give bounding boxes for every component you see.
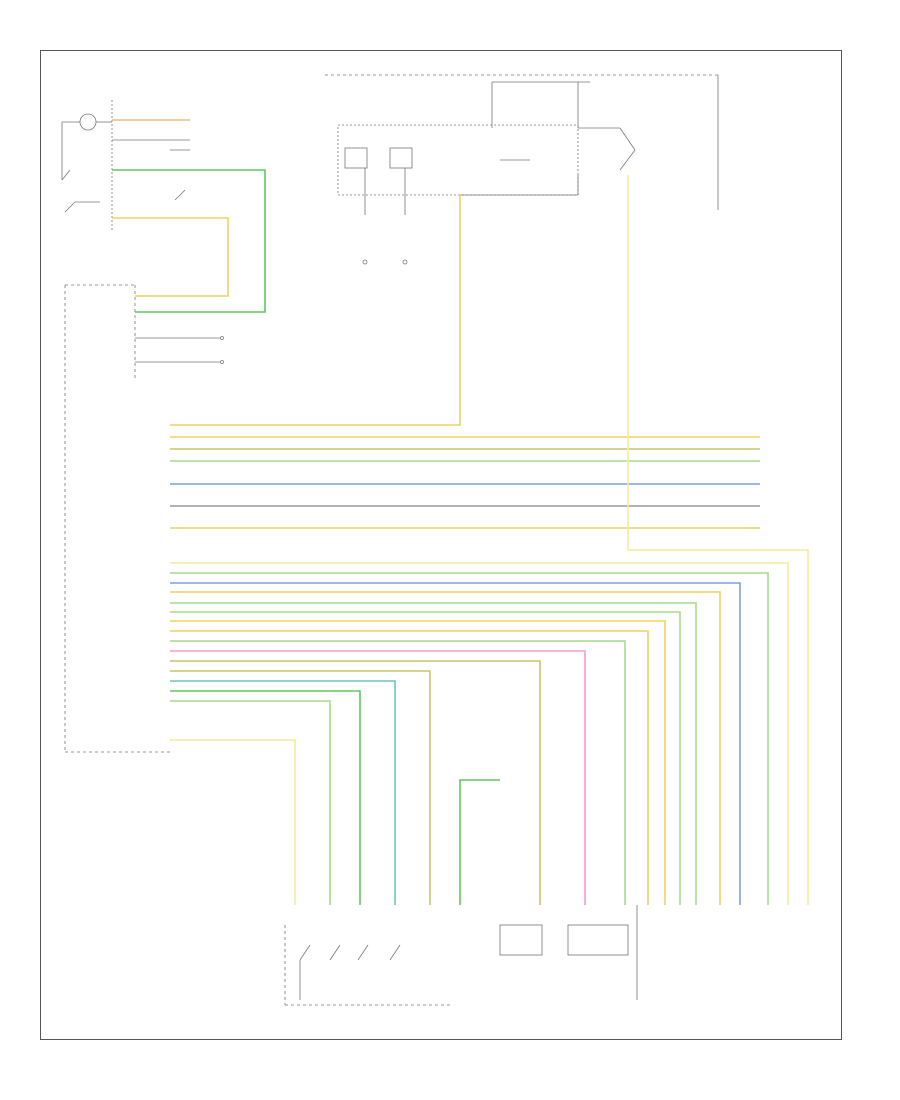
upper-left-wires [112, 119, 266, 313]
sensor-body [64, 201, 100, 213]
solenoid-feed-light-yellow [627, 175, 809, 905]
connector-a [362, 259, 368, 265]
connector-b [402, 259, 408, 265]
relay-module-box [337, 124, 579, 196]
vertical-feeds [170, 175, 809, 905]
wire-green-loop [112, 169, 266, 313]
indicator-lamp-icon [79, 113, 97, 131]
fuse-b [389, 147, 413, 169]
shift-lever-assembly [61, 100, 224, 753]
relay-feed-yellow [170, 195, 461, 426]
harness-drop-5 [170, 602, 697, 905]
harness-drop-14 [170, 690, 361, 905]
tcm-terminal-b [220, 360, 224, 364]
harness-drop-8 [170, 630, 649, 905]
range-switch-3 [357, 944, 369, 961]
harness-drop-12 [170, 670, 431, 905]
input-speed-sensor-body [499, 924, 543, 956]
range-switch-4 [389, 944, 401, 961]
range-switch-1 [299, 944, 311, 961]
output-speed-sensor-body [567, 924, 629, 956]
harness-drop-4 [170, 591, 721, 905]
transmission-relay-switch [619, 127, 636, 171]
harness-drop-6 [170, 611, 681, 905]
harness-drop-1 [170, 562, 789, 905]
top-power-section [325, 74, 719, 265]
harness-wires [170, 436, 789, 905]
harness-drop-11 [170, 660, 541, 905]
fuse-a [344, 147, 368, 169]
wire-yellow-loop [112, 217, 229, 297]
harness-drop-7 [170, 620, 666, 905]
range-switch-2 [329, 944, 341, 961]
lever-switch-icon [61, 169, 71, 181]
harness-drop-9 [170, 640, 626, 905]
bottom-components [284, 779, 638, 1006]
harness-drop-16 [170, 739, 296, 905]
harness-drop-13 [170, 680, 396, 905]
lock-switch-icon [174, 189, 186, 201]
harness-drop-2 [170, 572, 769, 905]
sensor-feed-green [459, 779, 500, 905]
harness-drop-10 [170, 650, 586, 905]
diagram-frame [40, 50, 842, 1040]
harness-drop-3 [170, 582, 741, 905]
harness-drop-15 [170, 700, 331, 905]
tcm-terminal-a [220, 336, 224, 340]
